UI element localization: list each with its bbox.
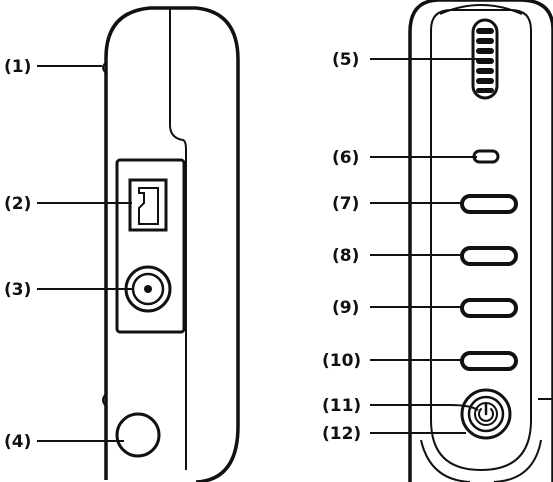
audio-jack-hole — [144, 285, 152, 293]
callout-4-label: (4) — [4, 432, 31, 452]
button-8 — [460, 246, 518, 266]
mini-usb-port-inner — [138, 187, 159, 225]
callout-10-label: (10) — [322, 351, 361, 371]
side-bump-bottom — [102, 392, 108, 408]
leader-line-11 — [370, 404, 479, 411]
power-symbol-icon — [478, 408, 494, 422]
side-view-seam — [169, 8, 187, 470]
callout-1-label: (1) — [4, 57, 31, 77]
callout-12-label: (12) — [322, 424, 361, 444]
led-indicator — [472, 149, 500, 164]
callout-6-label: (6) — [332, 148, 359, 168]
callout-3-label: (3) — [4, 280, 31, 300]
callout-labels: (1) (2) (3) (4) (5) (6) (7) (8) (9) (10)… — [4, 50, 361, 452]
callout-8-label: (8) — [332, 246, 359, 266]
callout-11-label: (11) — [322, 396, 361, 416]
front-view-inner-border — [430, 9, 532, 472]
front-view-bottom-curve-2 — [493, 439, 542, 482]
button-10 — [460, 351, 518, 371]
front-view-bottom-curve-1 — [420, 439, 471, 482]
button-9 — [460, 298, 518, 318]
front-view-top-arc — [439, 4, 523, 15]
side-bump-top — [102, 61, 108, 75]
lanyard-hole — [115, 412, 161, 458]
callout-9-label: (9) — [332, 298, 359, 318]
callout-7-label: (7) — [332, 194, 359, 214]
device-front-view — [408, 0, 553, 482]
callout-2-label: (2) — [4, 194, 31, 214]
device-side-view — [102, 6, 240, 482]
button-7 — [460, 194, 518, 214]
callout-5-label: (5) — [332, 50, 359, 70]
leader-lines — [37, 58, 553, 442]
